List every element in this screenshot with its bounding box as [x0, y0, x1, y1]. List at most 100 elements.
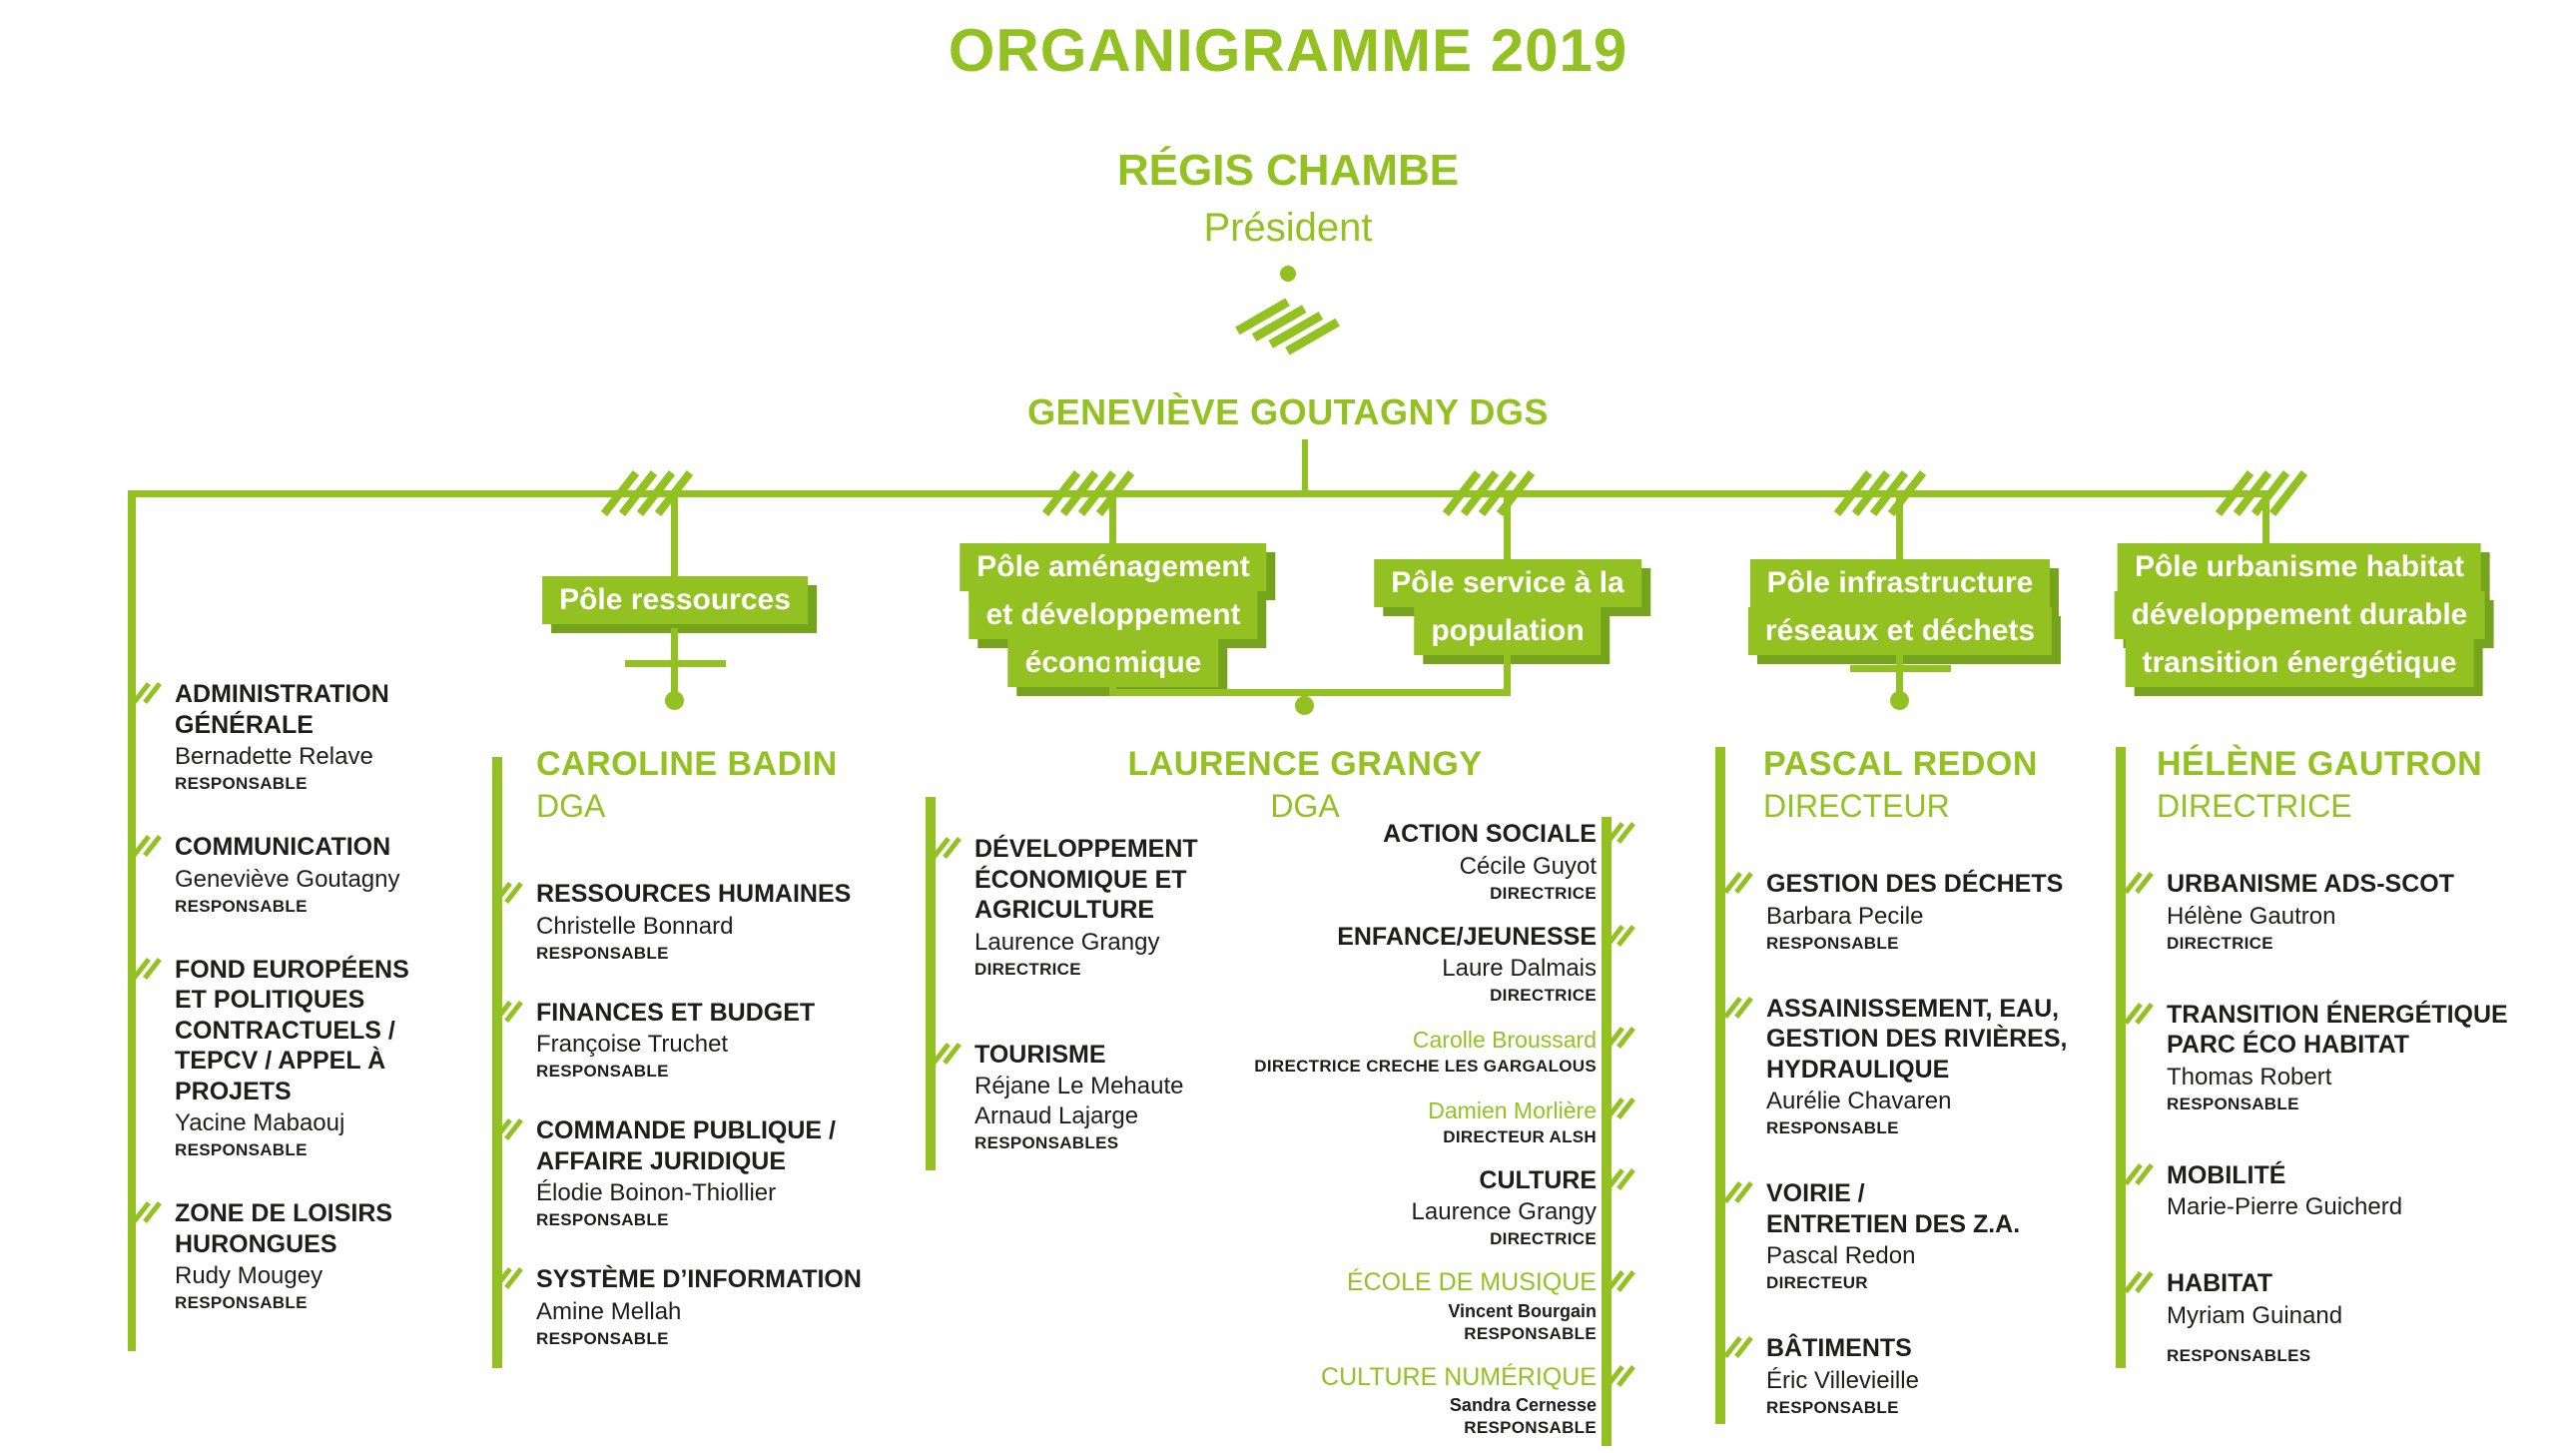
hatch-mark-icon [1723, 871, 1753, 895]
org-item: HABITAT Myriam Guinand [2124, 1268, 2546, 1331]
column-spine [926, 797, 936, 1170]
connector-dot-icon [1890, 691, 1909, 710]
pole-label-line: et développement [968, 591, 1258, 639]
hatch-line-icon [1235, 288, 1340, 364]
item-title: CULTURE [1479, 1165, 1597, 1194]
head-name: LAURENCE GRANGY [1127, 745, 1483, 783]
pole-label-line: transition énergétique [2125, 639, 2474, 687]
item-name: Myriam Guinand [2167, 1301, 2343, 1329]
connector-line [1850, 665, 1951, 672]
org-item: ASSAINISSEMENT, EAU, GESTION DES RIVIÈRE… [1723, 994, 2096, 1139]
item-role: RESPONSABLE [175, 1293, 308, 1312]
person-pascal-redon: PASCAL REDON DIRECTEUR [1763, 745, 2038, 825]
head-name: PASCAL REDON [1763, 745, 2038, 783]
item-role: RESPONSABLE [175, 896, 308, 916]
item-name: Élodie Boinon-Thiollier [536, 1179, 777, 1206]
item-role: DIRECTRICE [1490, 986, 1597, 1005]
item-name: Yacine Mabaouj [175, 1109, 345, 1136]
org-item: ADMINISTRATION GÉNÉRALE Bernadette Relave… [132, 679, 484, 794]
item-name: Françoise Truchet [536, 1031, 729, 1058]
connector-line [128, 490, 136, 1351]
item-green-name: Carolle Broussard [1412, 1027, 1597, 1053]
item-title: ASSAINISSEMENT, EAU, GESTION DES RIVIÈRE… [1766, 994, 2068, 1084]
item-name: Aurélie Chavaren [1766, 1088, 1952, 1114]
item-role: RESPONSABLE [1464, 1323, 1597, 1343]
item-role: RESPONSABLE [2167, 1093, 2299, 1113]
connector-line [625, 660, 726, 667]
item-title: URBANISME ADS-SCOT [2167, 870, 2454, 898]
item-role: DIRECTRICE CRECHE LES GARGALOUS [1254, 1056, 1597, 1076]
item-title: COMMUNICATION [175, 833, 391, 861]
item-name: Bernadette Relave [175, 743, 373, 770]
connector-line [1896, 672, 1903, 694]
connector-line [1302, 439, 1308, 493]
column-spine [1602, 817, 1611, 1446]
item-title: MOBILITÉ [2167, 1160, 2286, 1189]
president-role: Président [1203, 206, 1373, 250]
item-role: DIRECTRICE [1490, 1229, 1597, 1248]
item-title: ACTION SOCIALE [1383, 820, 1597, 848]
org-item: FOND EUROPÉENS ET POLITIQUES CONTRACTUEL… [132, 955, 484, 1161]
item-role: RESPONSABLES [974, 1133, 1119, 1152]
hatch-mark-icon [2124, 871, 2154, 895]
head-name: HÉLÈNE GAUTRON [2157, 745, 2483, 783]
head-role: DIRECTEUR [1763, 788, 1950, 824]
item-title: SYSTÈME D’INFORMATION [536, 1265, 862, 1293]
item-title: ADMINISTRATION GÉNÉRALE [175, 680, 389, 739]
department-column-direction-generale: ADMINISTRATION GÉNÉRALE Bernadette Relave… [132, 679, 484, 1313]
item-name: Laurence Grangy [974, 928, 1160, 956]
column-spine [492, 757, 502, 1368]
item-role: DIRECTEUR ALSH [1443, 1126, 1597, 1146]
person-laurence-grangy: LAURENCE GRANGY DGA [1127, 745, 1482, 825]
president-name: RÉGIS CHAMBE [1116, 146, 1460, 195]
hatch-mark-icon [1723, 1335, 1753, 1359]
connector-line [1109, 659, 1116, 693]
head-name: CAROLINE BADIN [536, 745, 838, 783]
connector-line [671, 628, 678, 662]
connector-line [1109, 490, 1116, 547]
item-title: VOIRIE / ENTRETIEN DES Z.A. [1766, 1179, 2021, 1238]
item-title: FOND EUROPÉENS ET POLITIQUES CONTRACTUEL… [175, 955, 409, 1105]
item-role: RESPONSABLE [175, 1140, 308, 1159]
item-name: Laurence Grangy [1411, 1198, 1597, 1225]
item-role: DIRECTRICE [2167, 933, 2273, 953]
connector-line [2262, 490, 2269, 547]
hatch-mark-icon [2124, 1002, 2154, 1026]
item-title: GESTION DES DÉCHETS [1766, 870, 2064, 898]
person-caroline-badin: CAROLINE BADIN DGA [536, 745, 838, 825]
item-title: BÂTIMENTS [1766, 1334, 1912, 1362]
item-name: Thomas Robert [2167, 1063, 2332, 1090]
item-title: COMMANDE PUBLIQUE / AFFAIRE JURIDIQUE [536, 1116, 836, 1175]
hatch-mark-icon [493, 881, 523, 905]
item-name-sm: Vincent Bourgain [1448, 1300, 1597, 1321]
head-role: DIRECTRICE [2157, 788, 2352, 824]
hatch-mark-icon [1606, 1364, 1635, 1388]
item-role: DIRECTEUR [1766, 1273, 1868, 1292]
item-name: Pascal Redon [1766, 1242, 1916, 1269]
hatch-mark-icon [1723, 996, 1753, 1020]
connector-dot-icon [1295, 696, 1314, 715]
item-role: DIRECTRICE [1490, 883, 1597, 903]
item-name: Geneviève Goutagny [175, 865, 400, 893]
hatch-mark-icon [1606, 924, 1635, 948]
connector-line [1301, 689, 1308, 701]
item-title: HABITAT [2167, 1269, 2272, 1297]
